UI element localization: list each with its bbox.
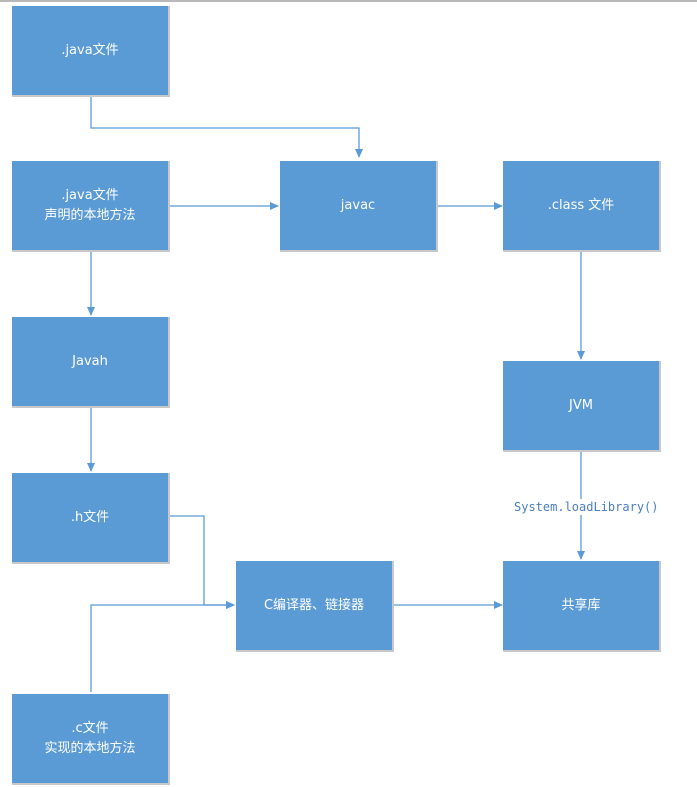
- node-javah: Javah: [12, 317, 170, 408]
- edge-c-file-to-compiler: [90, 601, 235, 692]
- node-javac-label: javac: [340, 197, 376, 213]
- node-jvm: JVM: [503, 361, 661, 452]
- node-java-file: .java文件: [12, 6, 170, 97]
- node-javac: javac: [280, 161, 438, 252]
- node-c-file-label-1: .c文件: [71, 720, 109, 736]
- node-class-file-label: .class 文件: [547, 197, 615, 213]
- edge-label-load-library: System.loadLibrary(): [514, 499, 659, 515]
- node-java-native-methods: .java文件 声明的本地方法: [12, 161, 170, 252]
- top-border: [0, 0, 697, 2]
- node-java-native-label-1: .java文件: [61, 187, 119, 203]
- node-c-compiler-linker: C编译器、链接器: [236, 561, 394, 652]
- node-h-file: .h文件: [12, 473, 170, 564]
- node-javah-label: Javah: [72, 353, 108, 369]
- node-h-file-label: .h文件: [70, 509, 110, 525]
- node-java-file-label: .java文件: [61, 42, 119, 58]
- node-c-file: .c文件 实现的本地方法: [12, 694, 170, 785]
- node-java-native-label-2: 声明的本地方法: [44, 207, 136, 223]
- node-shared-library-label: 共享库: [561, 597, 601, 613]
- node-jvm-label: JVM: [569, 397, 593, 413]
- node-c-file-label-2: 实现的本地方法: [44, 740, 136, 756]
- node-c-compiler-label: C编译器、链接器: [263, 597, 365, 613]
- node-class-file: .class 文件: [503, 161, 661, 252]
- edge-h-file-to-compiler: [169, 515, 235, 609]
- edge-java-file-to-javac: [90, 96, 363, 158]
- node-shared-library: 共享库: [503, 561, 661, 652]
